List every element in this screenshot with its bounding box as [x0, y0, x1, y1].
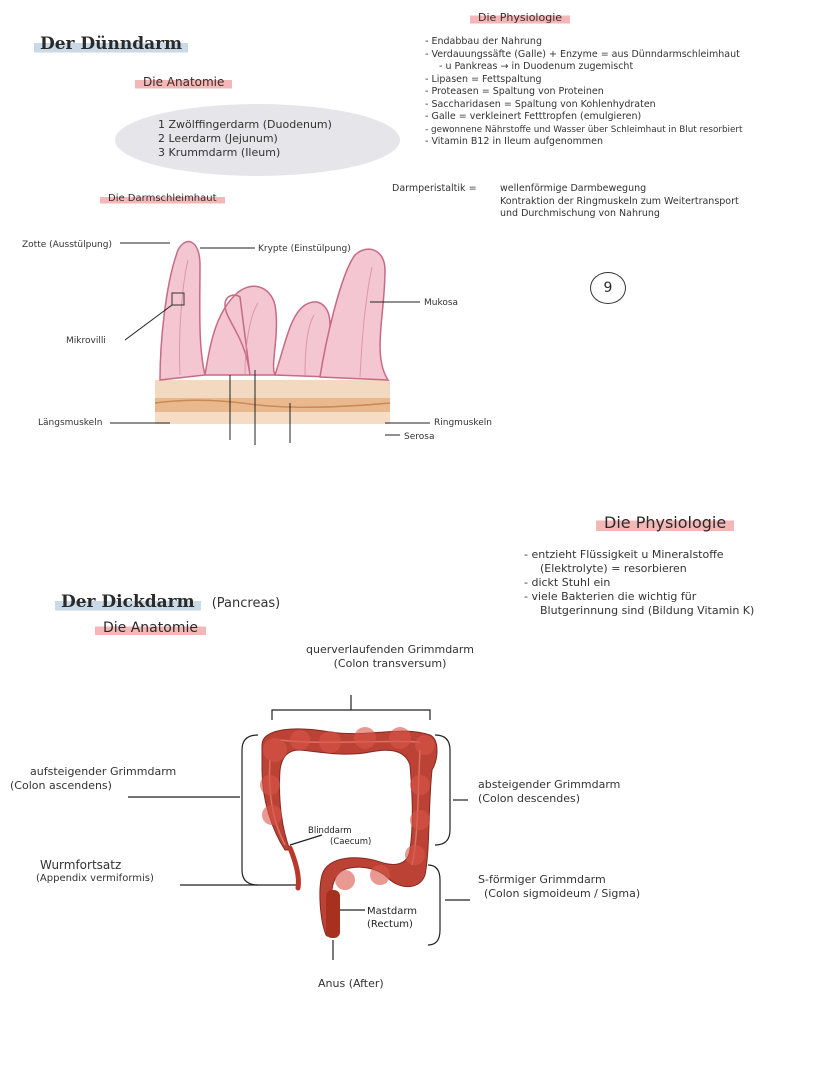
rectum-label: Mastdarm (Rectum) [367, 905, 417, 931]
large-physiology-list: - entzieht Flüssigkeit u Mineralstoffe (… [524, 548, 824, 618]
serosa-layer [155, 412, 390, 424]
sigma-label: S-förmiger Grimmdarm (Colon sigmoideum /… [478, 873, 640, 901]
mucosa-diagram: Zotte (Ausstülpung) Krypte (Einstülpung)… [22, 240, 492, 445]
caecum-latin: (Caecum) [330, 837, 372, 847]
transversum-latin: (Colon transversum) [333, 657, 447, 670]
sigma-latin: (Colon sigmoideum / Sigma) [484, 887, 641, 900]
anatomy-item: 2 Leerdarm (Jejunum) [158, 132, 278, 145]
large-intestine-title: Der Dickdarm [55, 592, 201, 612]
laengsmuskeln-label: Längsmuskeln [38, 418, 102, 428]
appendix-name: Wurmfortsatz [40, 858, 122, 872]
physiology-item: Lipasen = Fettspaltung [425, 74, 825, 87]
anatomy-item: 1 Zwölffingerdarm (Duodenum) [158, 118, 332, 131]
ascendens-name: aufsteigender Grimmdarm [30, 765, 177, 778]
anatomy-list: 1 Zwölffingerdarm (Duodenum) 2 Leerdarm … [158, 118, 332, 160]
peristaltik-definition: wellenförmige Darmbewegung Kontraktion d… [500, 183, 820, 221]
small-intestine-title: Der Dünndarm [34, 34, 189, 54]
muscle-layer [155, 398, 390, 412]
physiology-item: Verdauungssäfte (Galle) + Enzyme = aus D… [425, 49, 825, 62]
transversum-name: querverlaufenden Grimmdarm [306, 643, 474, 656]
peristaltik-line: Kontraktion der Ringmuskeln zum Weitertr… [500, 195, 739, 207]
peristaltik-term: Darmperistaltik = [392, 183, 477, 194]
large-intestine-title-row: Der Dickdarm (Pancreas) [55, 592, 280, 612]
small-intestine-physiology-heading: Die Physiologie [470, 11, 571, 24]
caecum-label: Blinddarm (Caecum) [308, 826, 371, 848]
physiology-item: Galle = verkleinert Fetttropfen (emulgie… [425, 111, 825, 124]
descendens-name: absteigender Grimmdarm [478, 778, 621, 791]
ascendens-latin: (Colon ascendens) [10, 779, 112, 792]
physiology-item-continuation: u Pankreas → in Duodenum zugemischt [425, 61, 825, 74]
peristaltik-line: und Durchmischung von Nahrung [500, 208, 660, 219]
mucosa-heading: Die Darmschleimhaut [100, 193, 225, 204]
rectum-name: Mastdarm [367, 906, 418, 917]
ascendens-label: aufsteigender Grimmdarm (Colon ascendens… [10, 765, 177, 793]
large-intestine-physiology-heading: Die Physiologie [596, 513, 735, 532]
physiology-item: gewonnene Nährstoffe und Wasser über Sch… [425, 124, 825, 137]
large-physiology-item: - viele Bakterien die wichtig für [524, 590, 697, 603]
mukosa-label: Mukosa [424, 298, 458, 308]
physiology-item: Vitamin B12 in Ileum aufgenommen [425, 136, 825, 149]
large-physiology-item-cont: Blutgerinnung sind (Bildung Vitamin K) [540, 604, 755, 617]
appendix-label: Wurmfortsatz (Appendix vermiformis) [36, 858, 154, 886]
large-physiology-item-cont: (Elektrolyte) = resorbieren [540, 562, 687, 575]
page-number: 9 [590, 272, 626, 304]
appendix-shape [287, 845, 301, 891]
appendix-latin: (Appendix vermiformis) [36, 873, 154, 884]
zotte-label: Zotte (Ausstülpung) [22, 240, 112, 250]
mikrovilli-label: Mikrovilli [66, 336, 106, 346]
rectum-latin: (Rectum) [367, 919, 413, 930]
physiology-item: Endabbau der Nahrung [425, 36, 825, 49]
colon-diagram [128, 695, 470, 960]
submucosa-layer [155, 380, 390, 398]
anatomy-item: 3 Krummdarm (Ileum) [158, 146, 281, 159]
villi [159, 240, 390, 381]
physiology-item: Saccharidasen = Spaltung von Kohlenhydra… [425, 99, 825, 112]
anatomy-oval [115, 104, 400, 176]
serosa-label: Serosa [404, 432, 434, 442]
transversum-label: querverlaufenden Grimmdarm (Colon transv… [290, 643, 490, 671]
krypte-label: Krypte (Einstülpung) [258, 244, 351, 254]
large-physiology-item: - dickt Stuhl ein [524, 576, 611, 589]
large-intestine-title-suffix: (Pancreas) [211, 596, 281, 611]
anus-label: Anus (After) [318, 977, 384, 990]
large-physiology-item: - entzieht Flüssigkeit u Mineralstoffe [524, 548, 724, 561]
physiology-item: Proteasen = Spaltung von Proteinen [425, 86, 825, 99]
large-intestine-anatomy-heading: Die Anatomie [95, 620, 206, 636]
sigma-name: S-förmiger Grimmdarm [478, 873, 606, 886]
ringmuskeln-label: Ringmuskeln [434, 418, 492, 428]
descendens-latin: (Colon descendes) [478, 792, 580, 805]
rectum-shape [326, 890, 340, 938]
physiology-list: Endabbau der Nahrung Verdauungssäfte (Ga… [425, 36, 825, 149]
microvilli-marker [171, 292, 185, 306]
caecum-name: Blinddarm [308, 826, 352, 836]
small-intestine-anatomy-heading: Die Anatomie [135, 75, 233, 89]
peristaltik-line: wellenförmige Darmbewegung [500, 183, 647, 194]
descendens-label: absteigender Grimmdarm (Colon descendes) [478, 778, 620, 806]
